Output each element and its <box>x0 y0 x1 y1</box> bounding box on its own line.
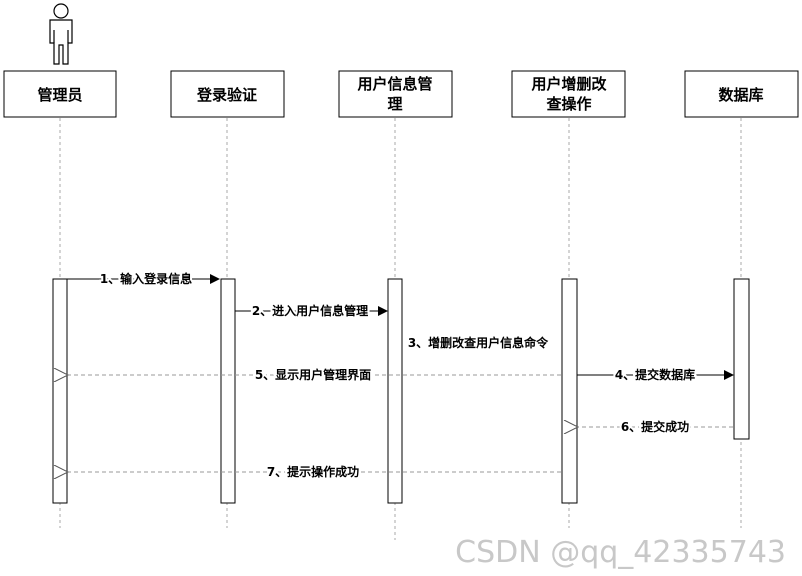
activation-db <box>733 278 750 440</box>
participant-login: 登录验证 <box>170 70 285 118</box>
participant-usermgmt-label-line1: 用户信息管 <box>357 75 432 93</box>
participant-crud-label-line2: 查操作 <box>546 95 591 113</box>
participant-login-label: 登录验证 <box>196 86 257 104</box>
activation-usermgmt <box>387 278 403 504</box>
message-2-label: 2、进入用户信息管理 <box>252 303 368 318</box>
actor-icon <box>49 3 73 65</box>
participant-db-label: 数据库 <box>718 86 763 104</box>
participant-admin-label: 管理员 <box>37 86 82 104</box>
message-4-label: 4、提交数据库 <box>615 367 695 382</box>
participant-crud: 用户增删改 查操作 <box>511 70 626 118</box>
participant-crud-label-line1: 用户增删改 <box>531 75 607 93</box>
activation-admin <box>52 278 68 504</box>
activation-crud <box>561 278 578 504</box>
message-1-label: 1、输入登录信息 <box>100 271 192 286</box>
watermark: CSDN @qq_42335743 <box>455 535 786 570</box>
message-5-label: 5、显示用户管理界面 <box>255 367 371 382</box>
participant-usermgmt-label-line2: 理 <box>387 95 402 113</box>
participant-db: 数据库 <box>684 70 799 118</box>
message-6-label: 6、提交成功 <box>621 419 689 434</box>
message-7-label: 7、提示操作成功 <box>267 464 359 479</box>
message-3-label: 3、增删改查用户信息命令 <box>408 335 549 350</box>
activation-login <box>220 278 236 504</box>
participant-admin: 管理员 <box>3 70 117 118</box>
participant-usermgmt: 用户信息管 理 <box>338 70 453 118</box>
